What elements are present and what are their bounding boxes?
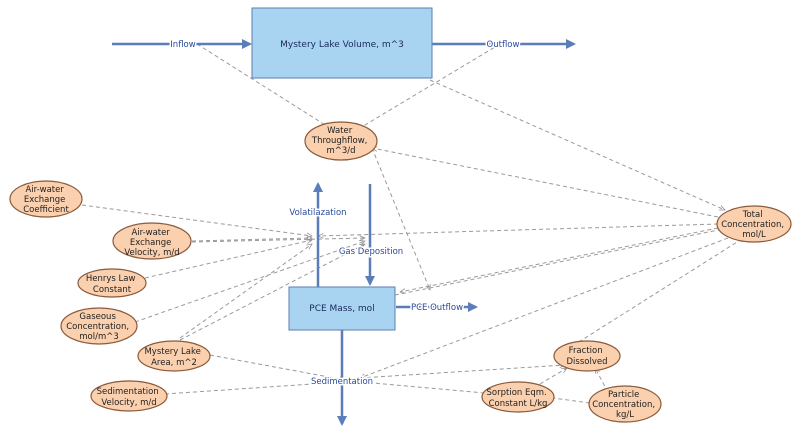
gaseous-conc-line: mol/m^3 xyxy=(79,332,119,342)
link-inflow-throughflow xyxy=(196,43,330,128)
sorption-const-line: Constant L/kg xyxy=(489,399,548,409)
link-sorption-fraction xyxy=(539,368,567,385)
converter-sorption-constant[interactable]: Sorption Eqm. Constant L/kg xyxy=(481,381,555,413)
svg-text:Sedimentation Velocity,: Sedimentation Velocity, m/d xyxy=(97,387,162,408)
volatilization-label: Volatilazation xyxy=(289,208,346,218)
water-throughflow-line: Throughflow, xyxy=(311,136,367,146)
svg-text:Air-water Exchange: Air-water Exchange Coefficient xyxy=(23,185,69,215)
link-totalconc-volatilization xyxy=(318,223,719,236)
sedimentation-label: Sedimentation xyxy=(311,377,373,387)
svg-text:Gaseous Concentration,: Gaseous Concentration, mol/m^3 xyxy=(66,312,132,342)
svg-text:Particle Concentration,: Particle Concentration, kg/L xyxy=(592,390,658,420)
sorption-const-line: Sorption Eqm. xyxy=(487,388,547,398)
converter-henrys-law[interactable]: Henrys Law Constant xyxy=(77,268,147,298)
link-area-volatilization xyxy=(179,244,312,339)
particle-conc-line: Particle xyxy=(608,390,639,400)
total-conc-line: Total xyxy=(742,210,763,220)
water-throughflow-line: Water xyxy=(327,126,353,136)
link-totalconc-sedimentation xyxy=(360,237,729,378)
converter-sedimentation-velocity[interactable]: Sedimentation Velocity, m/d xyxy=(90,380,168,412)
link-volume-totalconc xyxy=(429,79,725,211)
flow-pipes xyxy=(112,39,576,426)
link-sedimentation-sorption xyxy=(361,381,485,394)
outflow-label: Outflow xyxy=(487,40,520,50)
svg-text:Water Throughflow,: Water Throughflow, m^3/d xyxy=(311,126,370,156)
link-coef-volatilization xyxy=(81,204,312,236)
gaseous-conc-line: Concentration, xyxy=(66,322,129,332)
henrys-law-line: Constant xyxy=(93,285,132,295)
link-totalconc-pceoutflow xyxy=(400,227,719,292)
svg-text:Henrys Law Constant: Henrys Law Constant xyxy=(86,274,138,295)
particle-conc-line: Concentration, xyxy=(592,400,655,410)
svg-text:Sorption Eqm. Constant L: Sorption Eqm. Constant L/kg xyxy=(487,388,550,409)
air-water-velocity-line: Velocity, m/d xyxy=(124,248,179,258)
pce-outflow-label: PCE Outflow xyxy=(411,303,463,313)
converter-water-throughflow[interactable]: Water Throughflow, m^3/d xyxy=(304,121,378,161)
link-totalconc-throughflow xyxy=(372,148,719,218)
fraction-dissolved-line: Dissolved xyxy=(567,357,608,367)
converter-total-concentration[interactable]: Total Concentration, mol/L xyxy=(716,205,792,243)
particle-conc-line: kg/L xyxy=(616,410,634,420)
sed-velocity-line: Velocity, m/d xyxy=(101,398,156,408)
stock-lake-volume-label: Mystery Lake Volume, m^3 xyxy=(280,40,404,50)
gas-deposition-label: Gas Deposition xyxy=(339,247,403,257)
svg-text:Fraction Dissolved: Fraction Dissolved xyxy=(567,346,608,367)
stock-lake-volume[interactable]: Mystery Lake Volume, m^3 xyxy=(251,7,433,79)
link-sedimentation-fraction xyxy=(359,365,565,379)
fraction-dissolved-line: Fraction xyxy=(569,346,603,356)
link-fraction-totalconc xyxy=(554,237,745,358)
henrys-law-line: Henrys Law xyxy=(86,274,136,284)
link-particle-sorption xyxy=(552,397,591,404)
total-conc-line: Concentration, xyxy=(721,220,784,230)
link-henry-volatilization xyxy=(144,240,312,279)
svg-text:Total Concentration,: Total Concentration, mol/L xyxy=(721,210,787,240)
lake-area-line: Area, m^2 xyxy=(151,358,197,368)
link-mass-totalconc xyxy=(394,226,738,296)
inflow-label: Inflow xyxy=(170,40,195,50)
stock-pce-mass[interactable]: PCE Mass, mol xyxy=(288,286,396,331)
svg-text:Mystery Lake Area, m^2: Mystery Lake Area, m^2 xyxy=(144,347,203,368)
lake-area-line: Mystery Lake xyxy=(144,347,200,357)
link-particle-fraction xyxy=(594,368,609,393)
air-water-velocity-line: Air-water xyxy=(131,228,170,238)
converter-fraction-dissolved[interactable]: Fraction Dissolved xyxy=(553,340,621,372)
converter-lake-area[interactable]: Mystery Lake Area, m^2 xyxy=(137,340,211,372)
stock-pce-mass-label: PCE Mass, mol xyxy=(309,304,374,314)
link-sedvel-sedimentation xyxy=(164,382,342,395)
converter-air-water-coefficient[interactable]: Air-water Exchange Coefficient xyxy=(9,180,83,218)
air-water-coef-line: Coefficient xyxy=(23,205,69,215)
water-throughflow-line: m^3/d xyxy=(326,146,355,156)
link-gaseous-deposition xyxy=(134,241,365,323)
air-water-velocity-line: Exchange xyxy=(130,238,172,248)
link-throughflow-pceoutflow xyxy=(371,147,430,290)
air-water-coef-line: Exchange xyxy=(24,195,66,205)
sed-velocity-line: Sedimentation xyxy=(97,387,159,397)
link-velocity-volatilization xyxy=(191,238,312,242)
svg-text:Air-water Exchange: Air-water Exchange Velocity, m/d xyxy=(124,228,179,258)
converter-particle-concentration[interactable]: Particle Concentration, kg/L xyxy=(588,385,662,423)
gaseous-conc-line: Gaseous xyxy=(79,312,116,322)
converter-gaseous-concentration[interactable]: Gaseous Concentration, mol/m^3 xyxy=(60,307,138,345)
link-outflow-throughflow xyxy=(359,43,501,129)
total-conc-line: mol/L xyxy=(742,230,766,240)
link-velocity-deposition xyxy=(191,238,365,243)
air-water-coef-line: Air-water xyxy=(25,185,64,195)
converter-air-water-velocity[interactable]: Air-water Exchange Velocity, m/d xyxy=(112,222,192,260)
connector-links xyxy=(81,43,745,404)
link-area-sedimentation xyxy=(209,354,345,380)
